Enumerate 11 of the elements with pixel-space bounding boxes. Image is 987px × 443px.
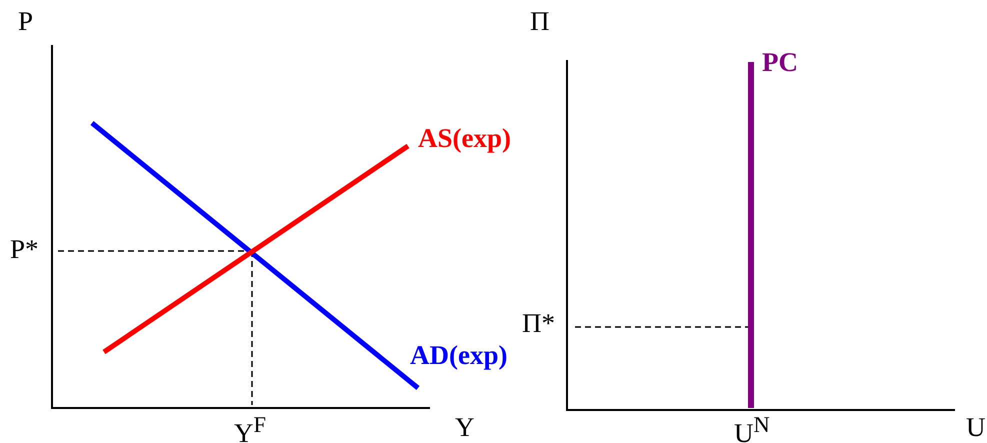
curve-label: PC <box>762 47 798 77</box>
curve-label: AD(exp) <box>410 340 508 370</box>
curve-label: AS(exp) <box>418 123 511 153</box>
value-label: P* <box>10 234 39 264</box>
value-label: U$^{N}$ <box>734 411 770 443</box>
axis-label: Y <box>455 412 474 442</box>
axis-label: U <box>966 412 986 442</box>
axis-label: Π <box>530 6 550 36</box>
axis-label: P <box>18 6 34 36</box>
value-label: Π* <box>522 308 555 338</box>
value-label: Y$^{F}$ <box>234 411 266 443</box>
